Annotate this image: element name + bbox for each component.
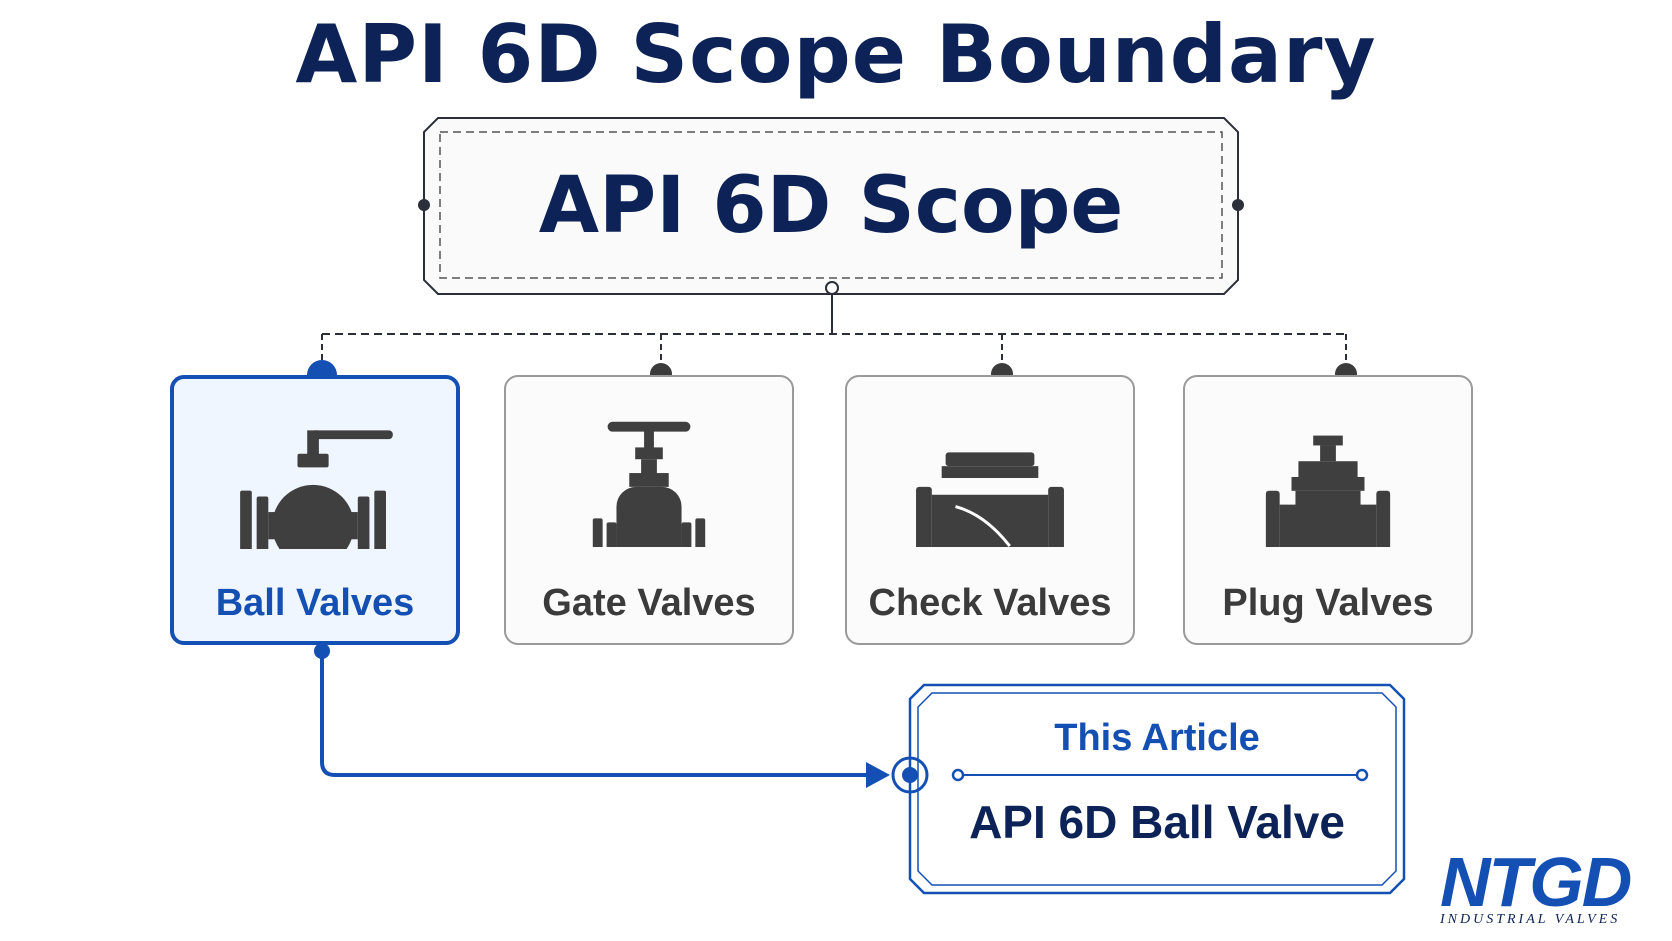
- tree-connectors: [321, 281, 1347, 372]
- article-box[interactable]: This Article API 6D Ball Valve: [910, 685, 1404, 893]
- article-title: API 6D Ball Valve: [969, 796, 1345, 848]
- plug-valve-icon: [1265, 435, 1391, 547]
- card-check-valves[interactable]: Check Valves: [845, 375, 1135, 645]
- scope-label: API 6D Scope: [538, 161, 1124, 251]
- card-label: Plug Valves: [1222, 582, 1434, 624]
- page-title: API 6D Scope Boundary: [295, 8, 1377, 101]
- logo-subtitle: INDUSTRIAL VALVES: [1440, 912, 1621, 927]
- card-label: Gate Valves: [542, 582, 756, 624]
- scope-box: API 6D Scope: [424, 118, 1238, 294]
- scope-box-frame: [418, 117, 1244, 295]
- card-label: Check Valves: [868, 582, 1112, 624]
- check-valve-icon: [916, 452, 1064, 547]
- card-gate-valves[interactable]: Gate Valves: [504, 375, 794, 645]
- ball-valve-icon: [240, 430, 393, 549]
- article-arrow: [314, 643, 929, 794]
- logo-mark: NTGD: [1440, 843, 1632, 921]
- gate-valve-icon: [592, 421, 706, 547]
- card-ball-valves[interactable]: Ball Valves: [170, 375, 460, 645]
- company-logo: NTGD INDUSTRIAL VALVES: [1440, 842, 1660, 937]
- card-label: Ball Valves: [215, 582, 415, 624]
- card-plug-valves[interactable]: Plug Valves: [1183, 375, 1473, 645]
- article-box-frame: [908, 683, 1406, 895]
- article-label: This Article: [1054, 717, 1260, 759]
